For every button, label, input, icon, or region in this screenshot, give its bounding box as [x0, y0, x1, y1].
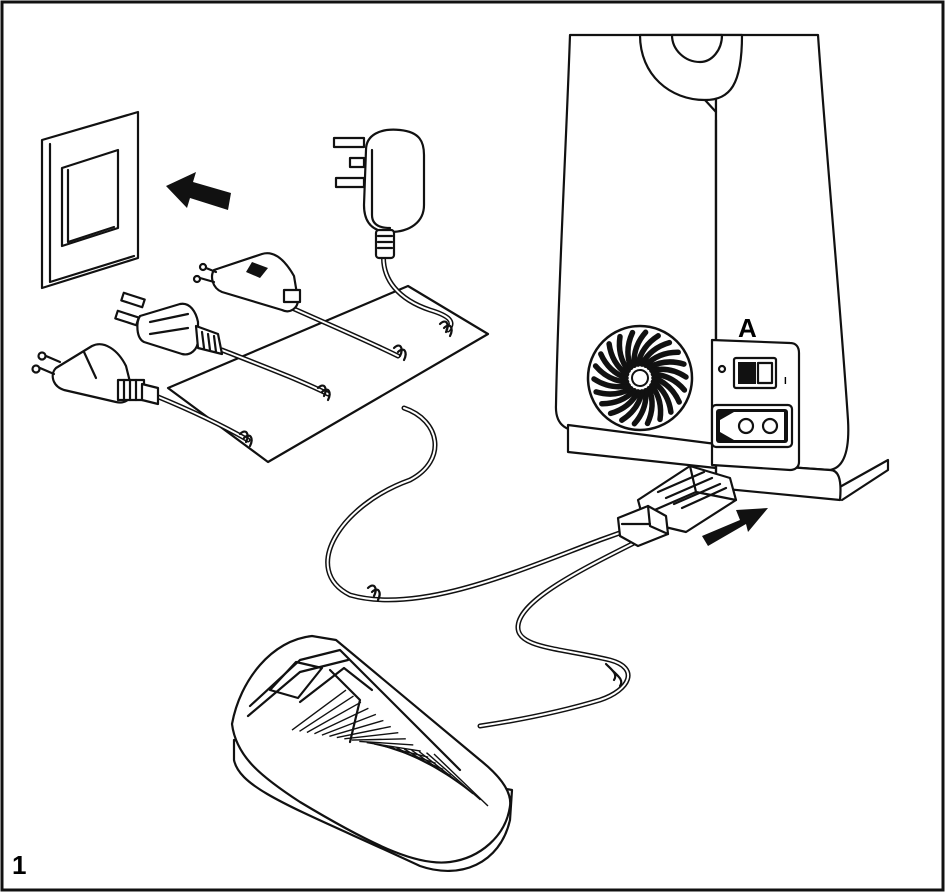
switch-on-mark: I: [784, 376, 787, 387]
vent-blade: [635, 333, 661, 367]
switch-label-a: A: [738, 313, 757, 343]
vent-blade: [598, 351, 629, 381]
pedal-groove: [299, 695, 354, 732]
fan-vent-icon: [586, 324, 694, 432]
vent-blade: [649, 382, 664, 423]
pedal-groove: [329, 719, 384, 737]
power-switch-icon[interactable]: [732, 356, 778, 390]
vent-blade: [646, 359, 687, 371]
vent-blade: [649, 366, 689, 380]
vent-blade: [631, 329, 649, 369]
eu-plug-icon: [31, 343, 160, 406]
foot-pedal-icon: [230, 634, 514, 873]
vent-blade: [643, 349, 681, 369]
sewing-machine-body: [554, 33, 890, 502]
power-socket-icon: [710, 403, 794, 449]
pedal-groove: [321, 713, 377, 736]
pedal-groove: [314, 707, 369, 735]
arrow-right-icon: [702, 508, 768, 546]
vent-blade: [593, 385, 634, 397]
vent-blade: [639, 339, 673, 367]
vent-blade: [644, 385, 655, 427]
vent-blade: [631, 387, 649, 427]
pedal-groove: [426, 752, 481, 801]
pedal-groove: [336, 725, 391, 739]
eu-plug-icon: [192, 252, 302, 313]
switch-panel: I: [710, 338, 801, 472]
pedal-cord: [477, 537, 643, 729]
vent-blade: [592, 363, 630, 385]
vent-blade: [591, 376, 631, 390]
pedal-groove: [418, 750, 474, 795]
us-plug-icon: [114, 291, 224, 356]
pedal-groove: [351, 738, 406, 741]
pedal-groove: [359, 740, 414, 746]
machine-connector: [616, 464, 738, 548]
vent-blade: [607, 389, 641, 417]
pedal-groove: [344, 732, 399, 740]
vent-blade: [619, 389, 645, 423]
vent-blade: [650, 379, 674, 415]
pedal-groove: [306, 701, 362, 734]
vent-hub: [631, 369, 649, 387]
uk-adapter-icon: [332, 128, 426, 260]
arrow-left-icon: [166, 172, 231, 210]
plug-options: [31, 128, 490, 464]
power-cord: [325, 405, 631, 603]
pedal-groove: [433, 753, 489, 807]
vent-blade: [650, 371, 688, 393]
vent-blade: [625, 329, 636, 371]
wall-outlet-icon: [40, 110, 140, 290]
vent-blade: [651, 375, 682, 405]
figure-number: 1: [12, 850, 26, 880]
vent-blade: [599, 387, 637, 407]
vent-blade: [606, 341, 630, 377]
pedal-groove: [291, 689, 347, 731]
vent-blade: [616, 333, 631, 374]
